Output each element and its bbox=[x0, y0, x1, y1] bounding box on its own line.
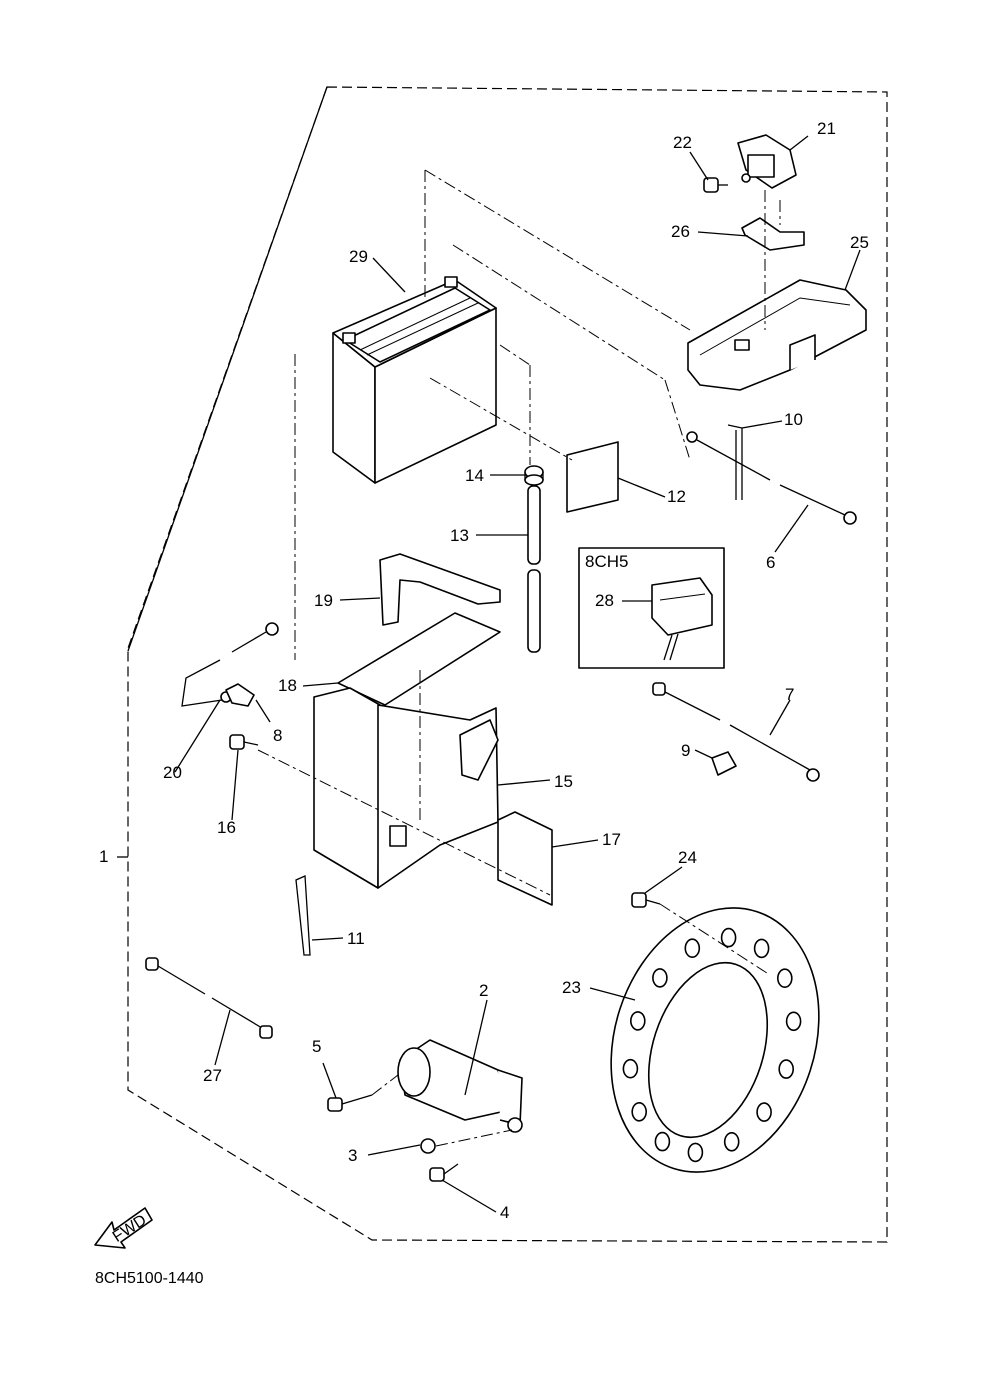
rotor-hole bbox=[652, 968, 668, 988]
callout-29: 29 bbox=[349, 247, 368, 266]
callout-19: 19 bbox=[314, 591, 333, 610]
breather-hose-part-13[interactable] bbox=[527, 485, 541, 653]
cap-part-14[interactable] bbox=[524, 465, 544, 486]
clamp-part-9[interactable] bbox=[711, 751, 737, 776]
rotor-hole bbox=[785, 1011, 802, 1032]
rotor-hole bbox=[629, 1011, 646, 1031]
callout-20: 20 bbox=[163, 763, 182, 782]
callout-11: 11 bbox=[347, 929, 365, 948]
bracket-part-26[interactable] bbox=[741, 217, 805, 251]
document-code: 8CH5100-1440 bbox=[95, 1270, 204, 1287]
callout-16: 16 bbox=[217, 818, 236, 837]
callout-13: 13 bbox=[450, 526, 469, 545]
nut-part-3[interactable] bbox=[420, 1138, 436, 1154]
callout-26: 26 bbox=[671, 222, 690, 241]
callout-9: 9 bbox=[681, 741, 690, 760]
callout-23: 23 bbox=[562, 978, 581, 997]
guide-lines bbox=[257, 169, 781, 1147]
pad-part-12[interactable] bbox=[566, 441, 619, 513]
callout-28: 28 bbox=[595, 591, 614, 610]
leader-lines bbox=[117, 135, 861, 1213]
clamp-part-8[interactable] bbox=[225, 683, 255, 707]
bolt-part-16[interactable] bbox=[229, 734, 259, 750]
fwd-label: FWD bbox=[110, 1212, 150, 1246]
callout-8: 8 bbox=[273, 726, 282, 745]
cable-part-6[interactable] bbox=[686, 431, 857, 525]
callout-5: 5 bbox=[312, 1037, 321, 1056]
callout-4: 4 bbox=[500, 1203, 509, 1222]
rotor-hole bbox=[631, 1102, 648, 1122]
connector-part-28[interactable] bbox=[651, 577, 713, 661]
callout-labels: 1 2 3 4 5 6 7 8 9 10 11 12 13 14 15 16 1… bbox=[99, 119, 869, 1222]
screw-part-22[interactable] bbox=[703, 177, 728, 193]
callout-2: 2 bbox=[479, 981, 488, 1000]
battery-case-part-15[interactable] bbox=[313, 687, 499, 889]
inset-box-8CH5: 8CH5 bbox=[578, 547, 725, 669]
callout-17: 17 bbox=[602, 830, 621, 849]
rotor-hole bbox=[720, 927, 737, 948]
callout-18: 18 bbox=[278, 676, 297, 695]
cover-part-17[interactable] bbox=[497, 811, 553, 906]
rotor-hole bbox=[654, 1131, 671, 1152]
rotor-hole bbox=[778, 1059, 795, 1079]
battery-part-29[interactable] bbox=[332, 276, 497, 484]
callout-7: 7 bbox=[785, 685, 794, 704]
cable-part-7[interactable] bbox=[652, 682, 820, 782]
pad-part-18[interactable] bbox=[337, 612, 501, 706]
assembly-boundary bbox=[126, 86, 888, 1243]
callout-22: 22 bbox=[673, 133, 692, 152]
callout-6: 6 bbox=[766, 553, 775, 572]
rotor-hole bbox=[687, 1142, 704, 1163]
callout-10: 10 bbox=[784, 410, 803, 429]
rotor-hole bbox=[723, 1132, 740, 1152]
bolt-part-4[interactable] bbox=[429, 1163, 459, 1182]
inset-label: 8CH5 bbox=[585, 552, 628, 571]
callout-12: 12 bbox=[667, 487, 686, 506]
callout-1: 1 bbox=[99, 847, 108, 866]
relay-part-21[interactable] bbox=[737, 134, 797, 189]
rotor-plate-part-23[interactable] bbox=[578, 881, 852, 1200]
callout-27: 27 bbox=[203, 1066, 222, 1085]
callout-3: 3 bbox=[348, 1146, 357, 1165]
rotor-hole bbox=[622, 1058, 639, 1079]
rotor-hole bbox=[684, 938, 701, 959]
battery-strap-part-19[interactable] bbox=[379, 553, 501, 626]
bolt-part-24[interactable] bbox=[631, 892, 661, 908]
cable-part-10[interactable] bbox=[727, 424, 743, 500]
rotor-hole bbox=[776, 968, 793, 989]
bolt-part-5[interactable] bbox=[327, 1094, 373, 1112]
callout-25: 25 bbox=[850, 233, 869, 252]
starter-motor-part-2[interactable] bbox=[397, 1039, 523, 1133]
rotor-hole bbox=[756, 1102, 772, 1122]
callout-15: 15 bbox=[554, 772, 573, 791]
callout-14: 14 bbox=[465, 466, 484, 485]
rotor-hole bbox=[753, 938, 770, 959]
clip-part-11[interactable] bbox=[295, 875, 311, 956]
callout-21: 21 bbox=[817, 119, 836, 138]
callout-24: 24 bbox=[678, 848, 697, 867]
fuse-box-part-25[interactable] bbox=[687, 279, 867, 391]
cable-part-27[interactable] bbox=[145, 957, 273, 1039]
fwd-arrow-icon: FWD bbox=[94, 1207, 153, 1249]
